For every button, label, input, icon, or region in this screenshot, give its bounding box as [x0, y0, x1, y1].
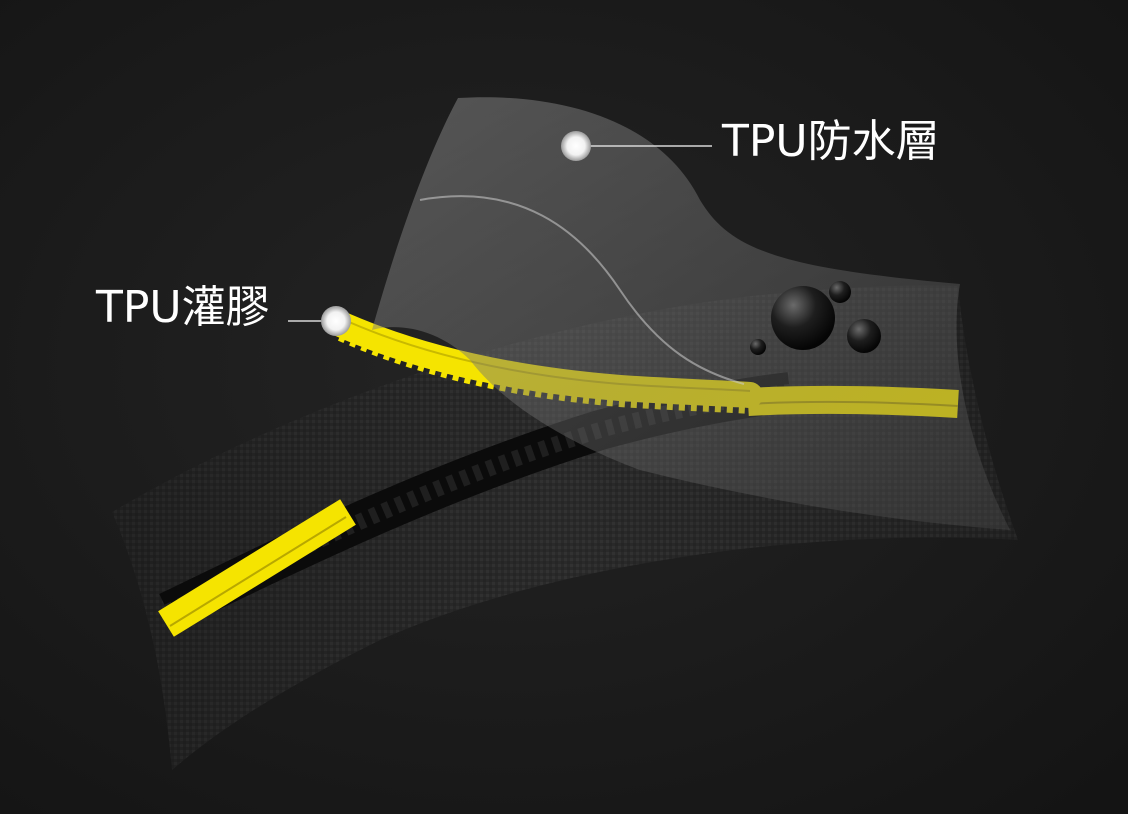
tpu-glue-label: TPU灌膠	[96, 282, 270, 333]
water-droplet-tiny	[750, 339, 766, 355]
zipper-tape-lower	[158, 499, 356, 637]
tpu-waterproof-film	[372, 97, 1010, 530]
water-droplets	[750, 281, 881, 355]
waterproof-marker-dot	[561, 131, 591, 161]
water-droplet-large	[771, 286, 835, 350]
glue-marker-dot	[321, 306, 351, 336]
waterproof-layer-label: TPU防水層	[722, 116, 940, 167]
water-droplet-medium	[847, 319, 881, 353]
water-droplet-small	[829, 281, 851, 303]
